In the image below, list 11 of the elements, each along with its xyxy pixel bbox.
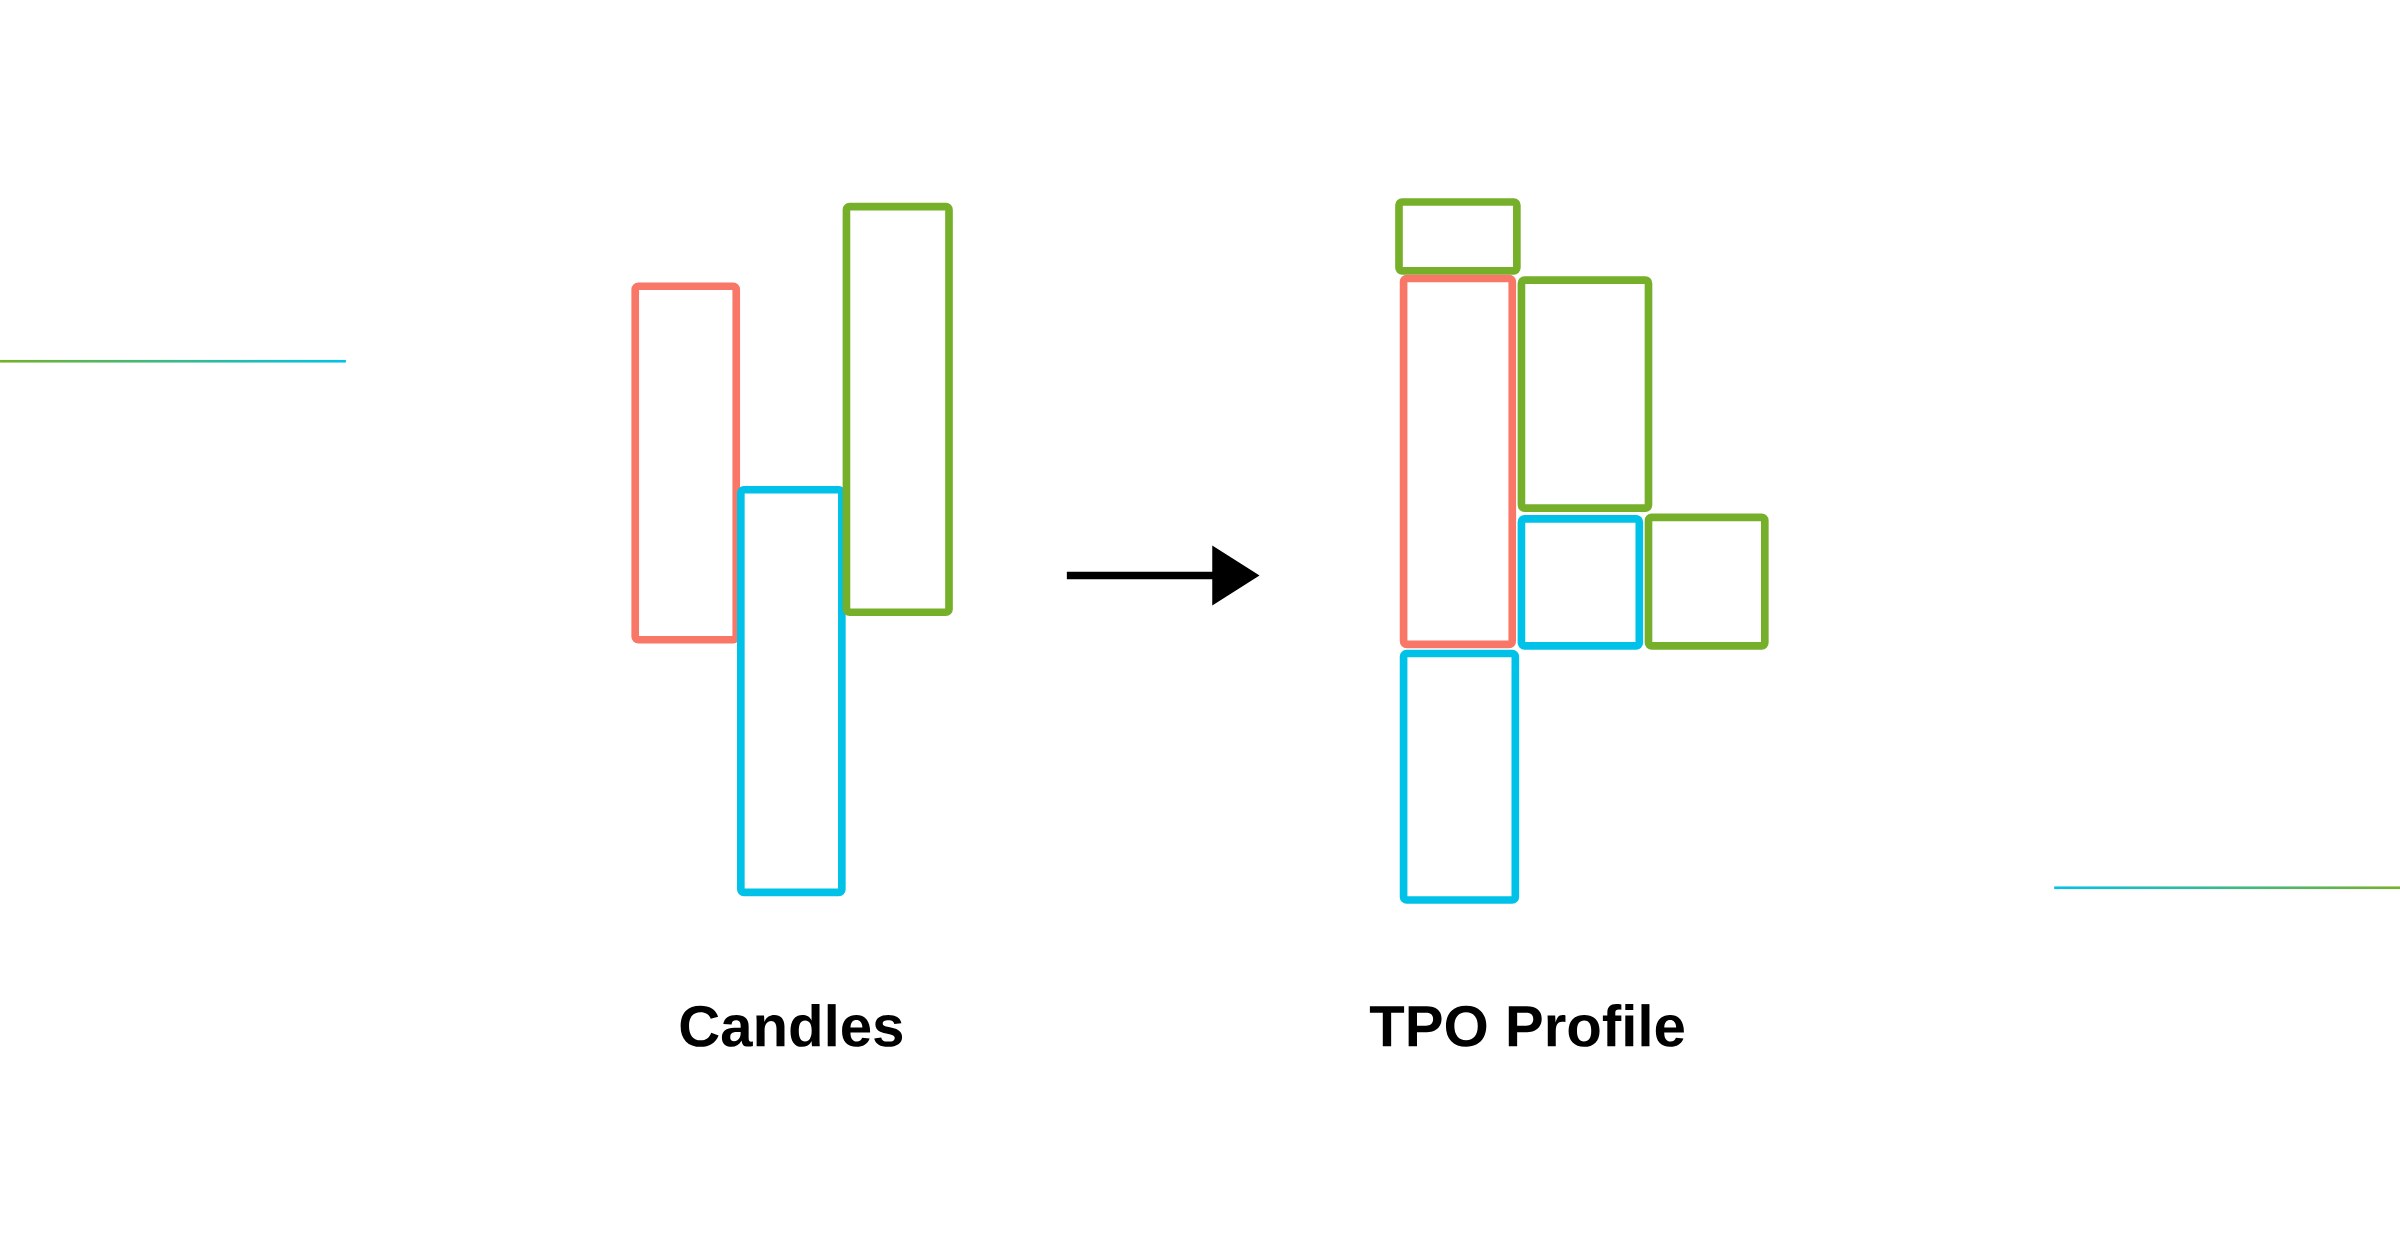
- box: [1517, 276, 1653, 513]
- box: [1517, 515, 1644, 650]
- group-label: TPO Profile: [1369, 1004, 1684, 1047]
- box: [1399, 274, 1517, 649]
- box: [737, 486, 846, 897]
- box: [1395, 198, 1521, 275]
- box: [842, 202, 953, 617]
- group-label: Candles: [680, 1004, 903, 1047]
- box: [1644, 513, 1769, 650]
- box: [631, 282, 741, 644]
- box: [1399, 649, 1520, 904]
